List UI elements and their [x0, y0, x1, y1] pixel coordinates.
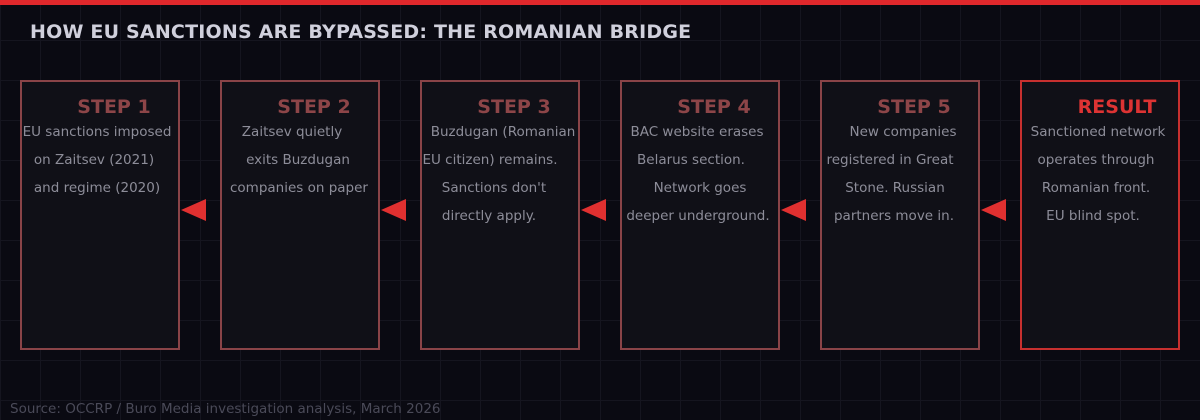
arrow-left-icon [781, 199, 806, 221]
step-box-1: STEP 1 EU sanctions imposed on Zaitsev (… [20, 80, 180, 350]
step-box-frame [820, 80, 980, 350]
step-title: STEP 4 [677, 96, 750, 118]
arrow-left-icon [981, 199, 1006, 221]
step-text-line: Belarus section. [637, 152, 745, 168]
step-text-line: directly apply. [442, 208, 536, 224]
step-title: STEP 2 [277, 96, 350, 118]
step-text-line: and regime (2020) [34, 180, 160, 196]
step-text-line: Buzdugan (Romanian [431, 124, 576, 140]
step-title: STEP 3 [477, 96, 550, 118]
result-box-frame [1020, 80, 1180, 350]
step-text-line: companies on paper [230, 180, 368, 196]
result-title: RESULT [1078, 96, 1157, 118]
step-text-line: deeper underground. [626, 208, 769, 224]
step-box-5: STEP 5 New companies registered in Great… [820, 80, 980, 350]
step-text-line: Stone. Russian [845, 180, 945, 196]
step-text-line: Sanctions don't [442, 180, 546, 196]
step-text-line: operates through [1038, 152, 1155, 168]
step-text-line: Sanctioned network [1031, 124, 1166, 140]
step-box-3: STEP 3 Buzdugan (Romanian EU citizen) re… [420, 80, 580, 350]
step-text-line: registered in Great [826, 152, 953, 168]
diagram-title: HOW EU SANCTIONS ARE BYPASSED: THE ROMAN… [30, 21, 691, 43]
step-text-line: partners move in. [834, 208, 954, 224]
source-caption: Source: OCCRP / Buro Media investigation… [10, 401, 441, 417]
step-text-line: Network goes [654, 180, 747, 196]
step-text-line: Zaitsev quietly [242, 124, 342, 140]
step-box-frame [620, 80, 780, 350]
step-box-frame [420, 80, 580, 350]
step-text-line: EU blind spot. [1046, 208, 1140, 224]
arrow-left-icon [581, 199, 606, 221]
step-text-line: BAC website erases [630, 124, 763, 140]
step-box-4: STEP 4 BAC website erases Belarus sectio… [620, 80, 780, 350]
step-text-line: on Zaitsev (2021) [34, 152, 154, 168]
step-text-line: EU citizen) remains. [422, 152, 557, 168]
step-text-line: New companies [849, 124, 956, 140]
arrow-left-icon [381, 199, 406, 221]
step-title: STEP 1 [77, 96, 150, 118]
step-title: STEP 5 [877, 96, 950, 118]
step-box-2: STEP 2 Zaitsev quietly exits Buzdugan co… [220, 80, 380, 350]
result-box: RESULT Sanctioned network operates throu… [1020, 80, 1180, 350]
top-accent-bar [0, 0, 1200, 5]
step-text-line: EU sanctions imposed [23, 124, 172, 140]
step-text-line: Romanian front. [1042, 180, 1150, 196]
step-text-line: exits Buzdugan [246, 152, 350, 168]
arrow-left-icon [181, 199, 206, 221]
step-box-frame [20, 80, 180, 350]
step-box-frame [220, 80, 380, 350]
